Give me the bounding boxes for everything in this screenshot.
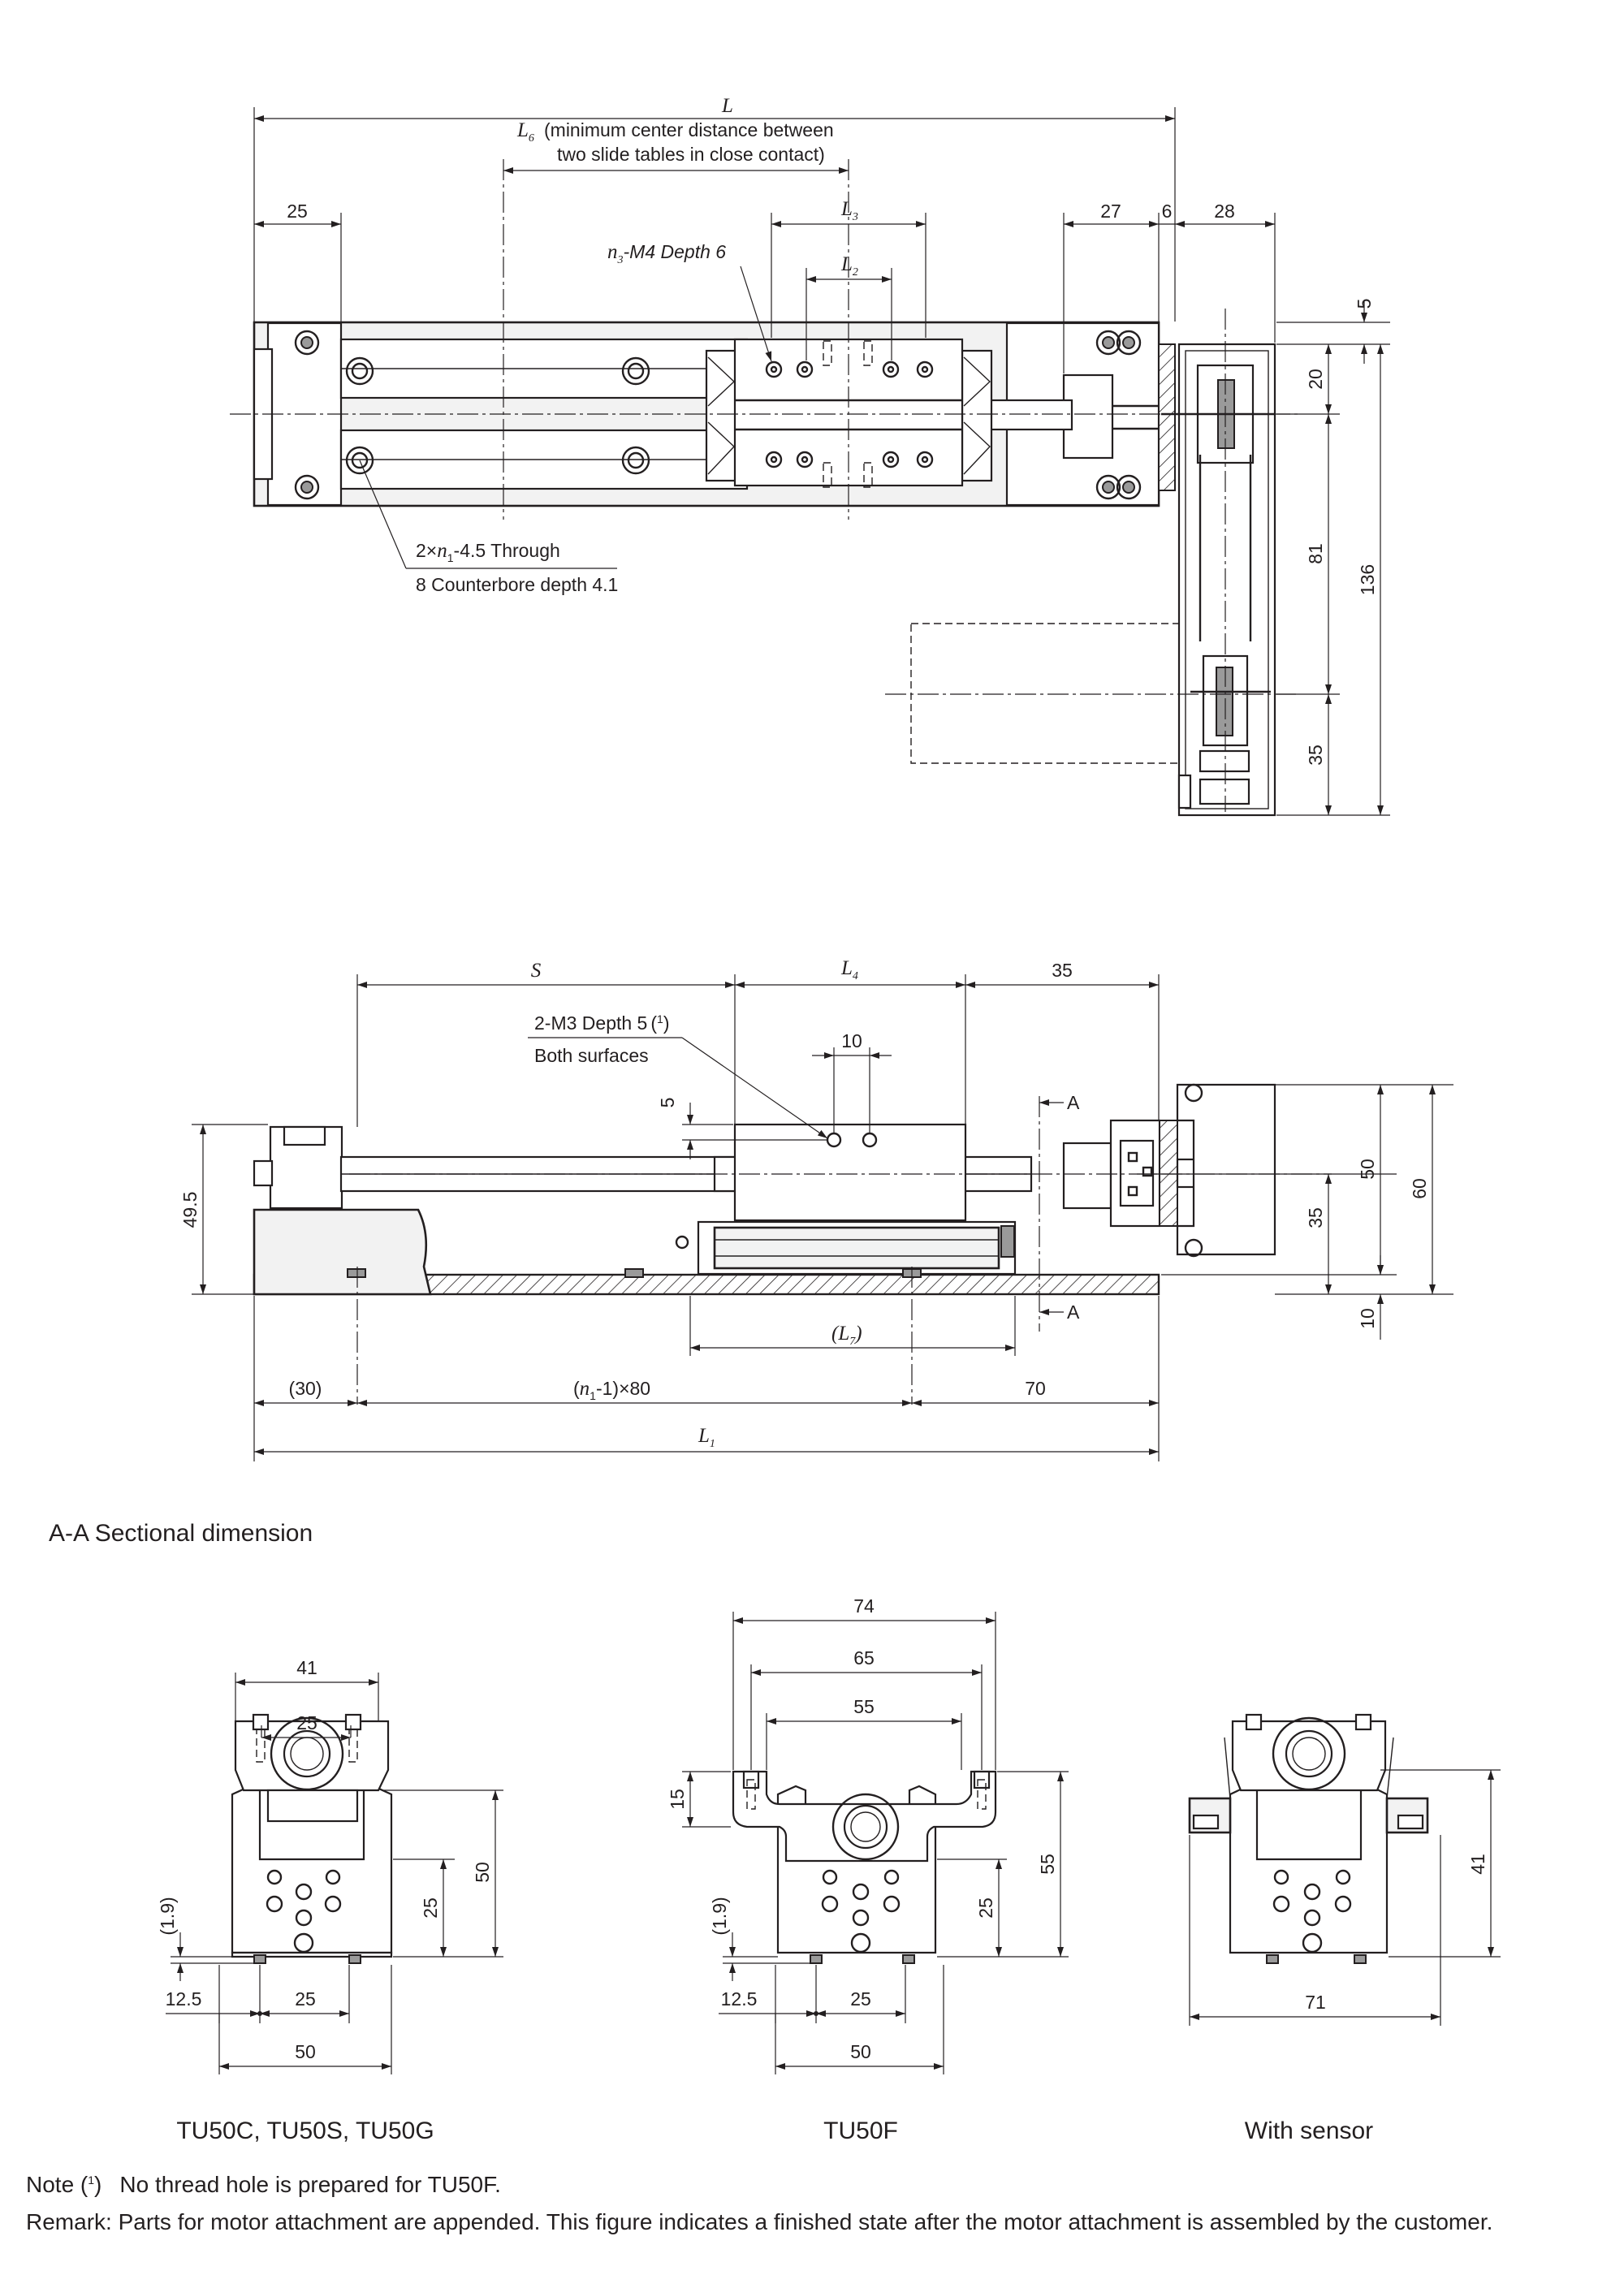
dim-20: 20 xyxy=(1305,369,1326,390)
counterbore-callout-1: 2×n1-4.5 Through xyxy=(416,540,560,564)
sec3-dim-41: 41 xyxy=(1467,1854,1488,1875)
dim-81: 81 xyxy=(1305,543,1326,564)
section-tu50f: 74 65 55 15 55 25 (1.9) 12.5 25 xyxy=(667,1595,1069,2144)
dim-10-side: 10 xyxy=(841,1030,862,1051)
sec1-dim-25-vert: 25 xyxy=(420,1897,441,1919)
dim-30: (30) xyxy=(289,1378,322,1399)
top-view: L L6 (minimum center distance between tw… xyxy=(230,95,1390,817)
sec1-dim-25-top: 25 xyxy=(296,1712,317,1733)
dim-35-top: 35 xyxy=(1305,745,1326,766)
dim-5-side: 5 xyxy=(657,1098,678,1108)
sec1-dim-gap: (1.9) xyxy=(157,1897,178,1935)
section-a-top: A xyxy=(1067,1092,1080,1113)
dim-L6-note-1: (minimum center distance between xyxy=(544,119,834,140)
dim-10-vert: 10 xyxy=(1357,1308,1378,1329)
dim-49-5: 49.5 xyxy=(179,1192,201,1228)
sec1-dim-50-vert: 50 xyxy=(472,1862,493,1883)
dim-35-vert: 35 xyxy=(1305,1207,1326,1228)
dim-6: 6 xyxy=(1162,201,1173,222)
sec2-dim-50: 50 xyxy=(850,2041,871,2062)
side-tap-callout: 2-M3 Depth 5(1) xyxy=(534,1012,670,1034)
sec2-dim-55: 55 xyxy=(853,1696,875,1717)
dim-25: 25 xyxy=(287,201,308,222)
top-tap-callout: n3-M4 Depth 6 xyxy=(607,241,726,266)
dim-L4: L4 xyxy=(840,957,858,982)
sec1-dim-50: 50 xyxy=(295,2041,316,2062)
dim-60: 60 xyxy=(1409,1178,1430,1199)
dim-35-side: 35 xyxy=(1052,960,1073,981)
sec2-dim-25-vert: 25 xyxy=(975,1897,996,1919)
sec2-dim-12-5: 12.5 xyxy=(721,1988,758,2010)
counterbore-callout-2: 8 Counterbore depth 4.1 xyxy=(416,574,618,595)
sec2-dim-25-bottom: 25 xyxy=(850,1988,871,2010)
corner-screws xyxy=(294,330,1142,500)
remark-line: Remark: Parts for motor attachment are a… xyxy=(26,2209,1492,2234)
dim-27: 27 xyxy=(1100,201,1121,222)
dim-28: 28 xyxy=(1214,201,1235,222)
dim-L3: L3 xyxy=(840,198,858,223)
sec2-caption: TU50F xyxy=(823,2117,898,2144)
dim-136: 136 xyxy=(1357,564,1378,595)
sec1-dim-12-5: 12.5 xyxy=(166,1988,202,2010)
dim-L2: L2 xyxy=(840,253,858,278)
dim-pitch: (n1-1)×80 xyxy=(573,1378,650,1402)
sec1-dim-41: 41 xyxy=(296,1657,317,1678)
counterbore-holes xyxy=(345,356,650,475)
section-a-bottom: A xyxy=(1067,1302,1080,1323)
sec1-caption: TU50C, TU50S, TU50G xyxy=(176,2117,434,2144)
sec2-dim-55-vert: 55 xyxy=(1037,1854,1058,1875)
section-title: A-A Sectional dimension xyxy=(49,1520,313,1547)
section-with-sensor: 41 71 With sensor xyxy=(1188,1713,1501,2144)
table-tap-holes xyxy=(765,340,934,488)
section-tu50c: 41 25 50 25 (1.9) 12.5 25 50 TU50C, TU50… xyxy=(157,1657,503,2144)
dim-L1: L1 xyxy=(698,1425,715,1450)
sec2-dim-gap: (1.9) xyxy=(709,1897,730,1935)
side-view: S L4 35 2-M3 Depth 5(1) Both surfaces 10… xyxy=(179,957,1453,1461)
sec2-dim-15: 15 xyxy=(667,1789,688,1810)
dim-L7: (L7) xyxy=(831,1323,862,1348)
dim-L: L xyxy=(721,95,733,117)
sec3-dim-71: 71 xyxy=(1305,1992,1326,2013)
side-tap-callout-2: Both surfaces xyxy=(534,1045,649,1066)
dim-L6: L6 xyxy=(516,119,534,145)
dim-L6-note-2: two slide tables in close contact) xyxy=(557,144,825,165)
dim-5-top: 5 xyxy=(1354,299,1375,309)
note-line: Note (1)No thread hole is prepared for T… xyxy=(26,2172,501,2197)
dim-S: S xyxy=(531,960,542,982)
sec3-caption: With sensor xyxy=(1245,2117,1373,2144)
dim-50-side: 50 xyxy=(1357,1159,1378,1180)
dim-70: 70 xyxy=(1025,1378,1046,1399)
sec2-dim-65: 65 xyxy=(853,1647,875,1668)
sec2-dim-74: 74 xyxy=(853,1595,875,1617)
sec1-dim-25-bottom: 25 xyxy=(295,1988,316,2010)
